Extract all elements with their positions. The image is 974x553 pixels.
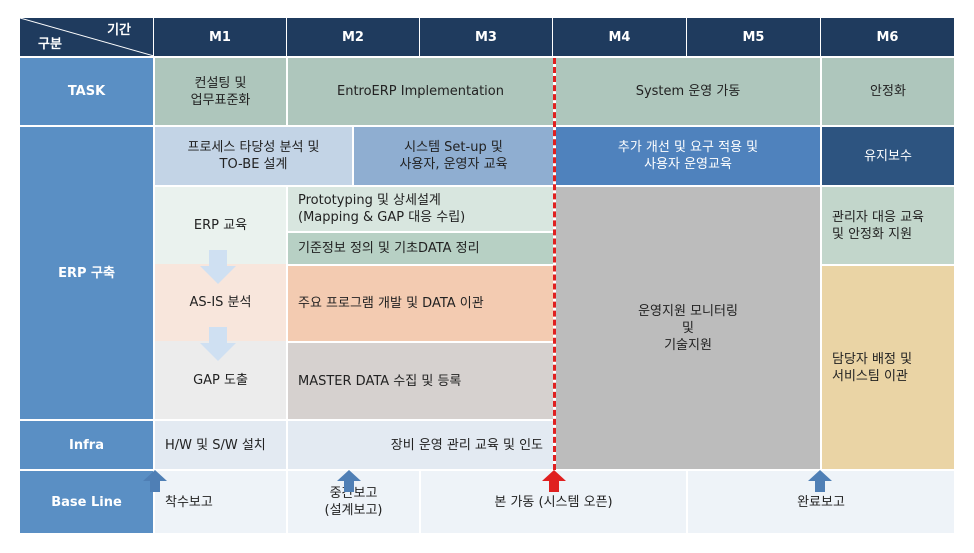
task-system-operation: System 운영 가동 [556, 58, 820, 125]
month-header-m1: M1 [154, 18, 287, 56]
row-label-baseline: Base Line [20, 471, 153, 533]
infra-equipment-handover: 장비 운영 관리 교육 및 인도 [288, 421, 553, 469]
milestone-arrow-icon [808, 470, 832, 492]
corner-category-label: 구분 [38, 37, 62, 52]
erp-base-data: 기준정보 정의 및 기초DATA 정리 [288, 233, 553, 264]
erp-education: ERP 교육 [155, 187, 286, 264]
baseline-go-live: 본 가동 (시스템 오픈) [421, 471, 686, 533]
erp-improvement: 추가 개선 및 요구 적용 및 사용자 운영교육 [556, 127, 820, 185]
task-consulting: 컨설팅 및 업무표준화 [155, 58, 286, 125]
erp-staff-transfer: 담당자 배정 및 서비스팀 이관 [822, 266, 954, 469]
go-live-arrow-icon [542, 470, 566, 492]
corner-period-label: 기간 [107, 23, 131, 38]
row-label-task: TASK [20, 58, 153, 125]
infra-hw-sw-install: H/W 및 S/W 설치 [155, 421, 286, 469]
erp-program-development: 주요 프로그램 개발 및 DATA 이관 [288, 266, 553, 341]
header-corner: 기간 구분 [20, 18, 154, 56]
go-live-dashed-line [553, 58, 556, 470]
erp-master-data: MASTER DATA 수집 및 등록 [288, 343, 553, 419]
milestone-arrow-icon [143, 470, 167, 492]
month-header-m3: M3 [420, 18, 553, 56]
month-header-m5: M5 [687, 18, 821, 56]
baseline-kickoff: 착수보고 [155, 471, 286, 533]
milestone-arrow-icon [337, 470, 361, 492]
month-header-m6: M6 [821, 18, 954, 56]
erp-operation-support: 운영지원 모니터링 및 기술지원 [556, 187, 820, 469]
row-label-erp: ERP 구축 [20, 127, 153, 419]
row-label-infra: Infra [20, 421, 153, 469]
down-arrow-icon [200, 250, 236, 284]
month-header-m4: M4 [553, 18, 687, 56]
erp-process-design: 프로세스 타당성 분석 및 TO-BE 설계 [155, 127, 352, 185]
task-implementation: EntroERP Implementation [288, 58, 553, 125]
month-header-m2: M2 [287, 18, 420, 56]
erp-prototyping: Prototyping 및 상세설계 (Mapping & GAP 대응 수립) [288, 187, 553, 231]
erp-admin-education: 관리자 대응 교육 및 안정화 지원 [822, 187, 954, 264]
corner-diagonal [20, 18, 154, 56]
erp-system-setup: 시스템 Set-up 및 사용자, 운영자 교육 [354, 127, 553, 185]
erp-maintenance: 유지보수 [822, 127, 954, 185]
task-stabilization: 안정화 [822, 58, 954, 125]
down-arrow-icon [200, 327, 236, 361]
